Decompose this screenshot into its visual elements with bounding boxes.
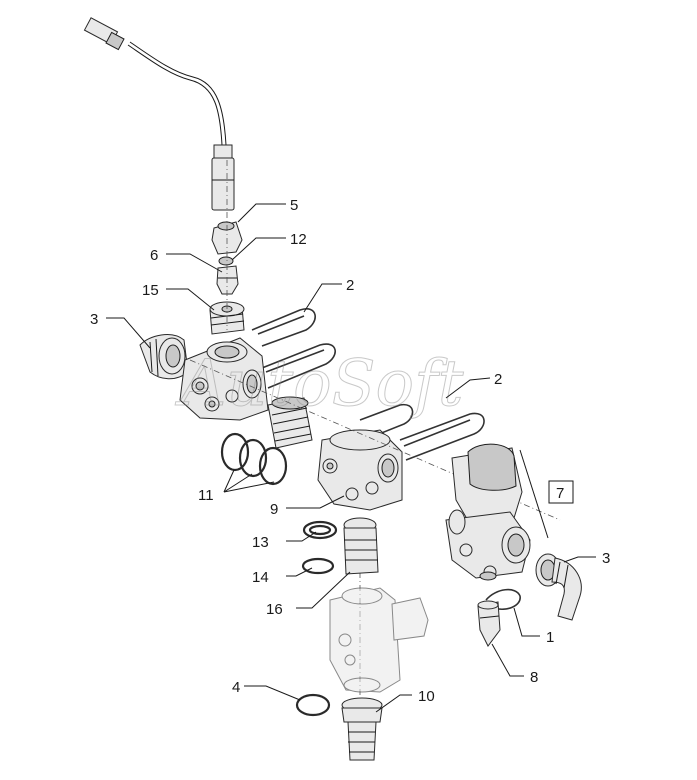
temperature-sensor-body [211,144,235,211]
callout-9: 9 [270,501,278,518]
coupling-sleeve [267,396,313,449]
callout-10: 10 [418,688,435,705]
part-13-seal-ring-inner [308,524,332,536]
part-6-adapter [216,265,239,295]
upper-valve-body [179,337,269,421]
cable-connector-plug [83,17,125,51]
callout-7-box [548,480,574,504]
part-1-spring-clip [485,588,521,611]
part-4-o-ring [295,693,331,717]
callout-1: 1 [546,629,554,646]
callout-5: 5 [290,197,298,214]
part-16-coupling [343,517,379,575]
part-3-elbow-fitting-right [535,553,582,621]
callout-2-upper: 2 [346,277,354,294]
part-3-elbow-fitting-left [139,334,189,380]
part-13-seal-ring [302,520,338,540]
pump-housing-ghost [329,587,429,693]
callout-labels: 5 12 6 15 2 3 2 11 9 7 13 14 16 3 1 8 4 … [90,197,610,705]
sensor-cable [83,17,235,211]
callout-6: 6 [150,247,158,264]
part-9-middle-valve-body [317,429,403,511]
callout-8: 8 [530,669,538,686]
part-8-small-fitting [477,571,501,647]
callout-15: 15 [142,282,159,299]
part-10-pipe-fitting [341,697,383,761]
callout-2-middle: 2 [494,371,502,388]
retaining-clips-upper [251,308,336,389]
retaining-clips-middle [359,403,485,461]
part-11-o-rings [220,432,288,486]
callout-14: 14 [252,569,269,586]
part-7-actuator-valve [445,443,549,579]
callout-4: 4 [232,679,240,696]
callout-3-left: 3 [90,311,98,328]
part-12-washer [218,256,234,266]
watermark-text: AutoSoft [175,347,464,421]
part-14-o-ring [301,557,335,575]
callout-3-right: 3 [602,550,610,567]
callout-13: 13 [252,534,269,551]
callout-16: 16 [266,601,283,618]
callout-7: 7 [556,485,564,502]
callout-11: 11 [198,487,214,504]
callout-12: 12 [290,231,307,248]
leader-lines [106,203,596,713]
